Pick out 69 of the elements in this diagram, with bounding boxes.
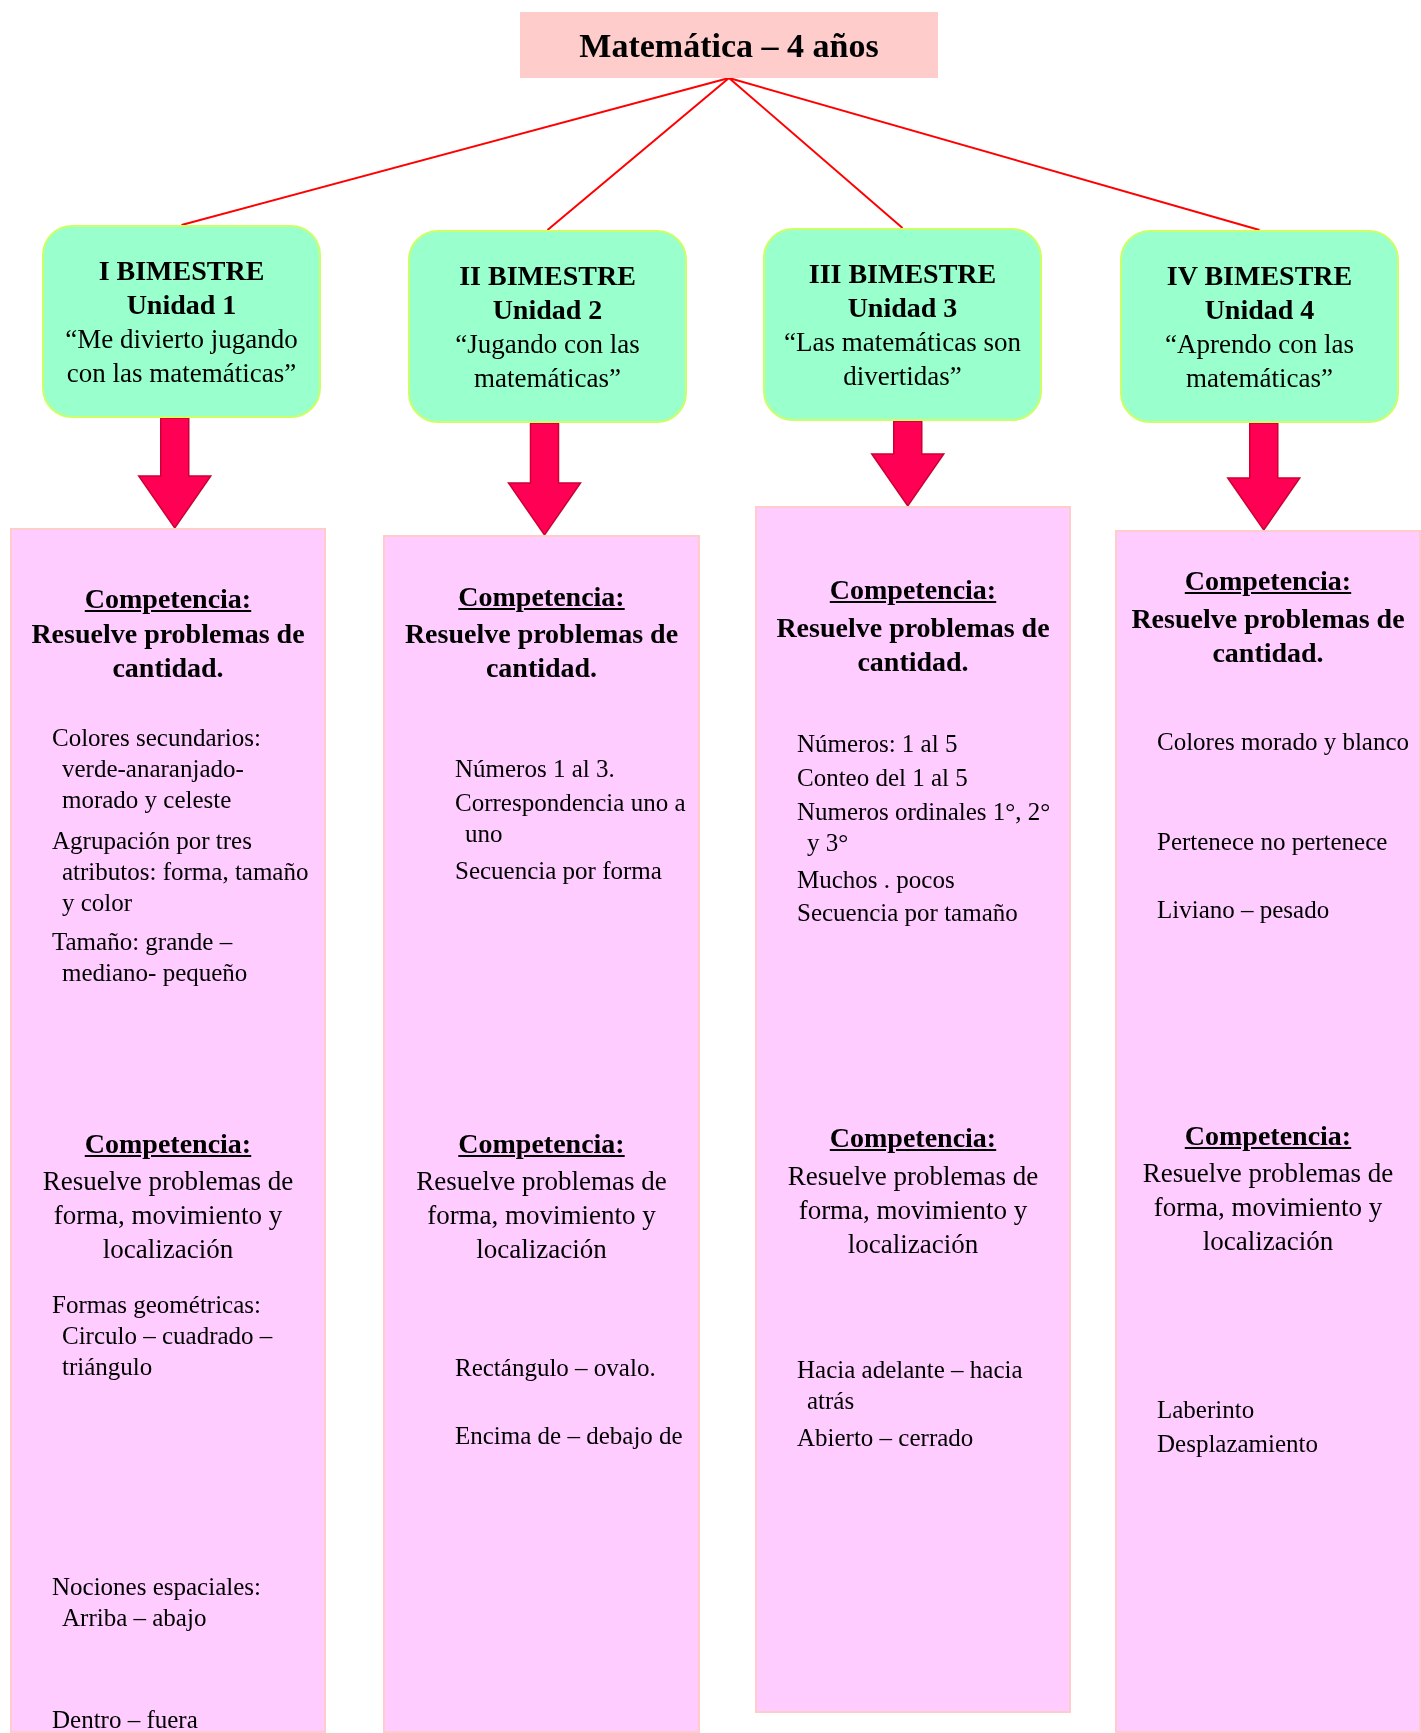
topic-item: Correspondencia uno a uno <box>455 788 687 849</box>
competency-heading: Competencia: <box>1183 564 1353 598</box>
unit-title: “Jugando con las matemáticas” <box>454 327 641 395</box>
competency-heading: Competencia: <box>457 1127 626 1161</box>
unit-heading: Unidad 3 <box>847 290 958 325</box>
unit-heading: Unidad 4 <box>1204 292 1315 327</box>
competency-text: Resuelve problemas de cantidad. <box>775 611 1051 679</box>
topic-item: Secuencia por forma <box>455 856 663 886</box>
topic-item: Desplazamiento <box>1157 1429 1320 1459</box>
unit-box <box>408 230 687 423</box>
unit-title: “Aprendo con las matemáticas” <box>1164 327 1355 395</box>
competency-heading: Competencia: <box>828 1121 998 1155</box>
topic-item: Rectángulo – ovalo. <box>455 1353 657 1383</box>
competency-text: Resuelve problemas de cantidad. <box>403 617 680 685</box>
topic-item: Conteo del 1 al 5 <box>797 763 969 793</box>
topic-item: Agrupación por tres atributos: forma, tamaño y color <box>52 826 310 918</box>
competency-column <box>755 506 1071 1713</box>
competency-text: Resuelve problemas de cantidad. <box>1130 602 1406 670</box>
unit-box <box>763 228 1042 421</box>
term-heading: III BIMESTRE <box>808 256 997 291</box>
topic-item: Abierto – cerrado <box>797 1423 975 1453</box>
term-heading: I BIMESTRE <box>98 253 265 288</box>
block-arrow <box>870 420 946 508</box>
competency-column <box>10 528 326 1733</box>
competency-text: Resuelve problemas de forma, movimiento y localización <box>41 1165 295 1266</box>
topic-item: Números 1 al 3. <box>455 754 616 784</box>
term-heading: II BIMESTRE <box>459 258 636 293</box>
connector-line <box>180 77 730 226</box>
topic-item: Encima de – debajo de <box>455 1421 684 1451</box>
connector-line <box>728 77 904 229</box>
topic-item: Pertenece no pertenece <box>1157 827 1389 857</box>
topic-item: Numeros ordinales 1°, 2° y 3° <box>797 797 1052 858</box>
competency-heading: Competencia: <box>457 580 626 614</box>
topic-item: Colores secundarios: verde-anaranjado-morado y celeste <box>52 723 262 815</box>
competency-heading: Competencia: <box>828 573 998 607</box>
topic-item: Hacia adelante – hacia atrás <box>797 1355 1024 1416</box>
block-arrow <box>137 417 213 530</box>
competency-text: Resuelve problemas de forma, movimiento y localización <box>415 1165 668 1266</box>
title-text: Matemática – 4 años <box>579 25 879 66</box>
competency-text: Resuelve problemas de cantidad. <box>30 617 306 685</box>
competency-column <box>383 535 700 1733</box>
title-box <box>520 12 938 78</box>
topic-item: Colores morado y blanco <box>1157 727 1411 757</box>
topic-item: Formas geométricas: Circulo – cuadrado – triángulo <box>52 1290 274 1382</box>
unit-box <box>42 225 321 418</box>
unit-title: “Me divierto jugando con las matemáticas” <box>64 322 299 390</box>
competency-text: Resuelve problemas de forma, movimiento y localización <box>1141 1157 1395 1258</box>
connector-line <box>546 77 730 231</box>
topic-item: Dentro – fuera <box>52 1705 199 1733</box>
topic-item: Laberinto <box>1157 1395 1256 1425</box>
topic-item: Liviano – pesado <box>1157 895 1331 925</box>
topic-item: Tamaño: grande – mediano- pequeño <box>52 927 249 988</box>
competency-heading: Competencia: <box>83 1127 253 1161</box>
unit-heading: Unidad 1 <box>126 287 237 322</box>
term-heading: IV BIMESTRE <box>1166 258 1353 293</box>
competency-heading: Competencia: <box>83 582 253 616</box>
competency-heading: Competencia: <box>1183 1119 1353 1153</box>
topic-item: Secuencia por tamaño <box>797 898 1019 928</box>
block-arrow <box>1226 422 1302 532</box>
topic-item: Nociones espaciales: Arriba – abajo <box>52 1572 262 1633</box>
unit-heading: Unidad 2 <box>492 292 603 327</box>
topic-item: Muchos . pocos <box>797 865 956 895</box>
block-arrow <box>507 422 582 537</box>
competency-text: Resuelve problemas de forma, movimiento y localización <box>786 1160 1040 1261</box>
competency-column <box>1115 530 1421 1733</box>
connector-line <box>728 77 1261 231</box>
unit-title: “Las matemáticas son divertidas” <box>783 325 1022 393</box>
topic-item: Números: 1 al 5 <box>797 729 959 759</box>
unit-box <box>1120 230 1399 423</box>
